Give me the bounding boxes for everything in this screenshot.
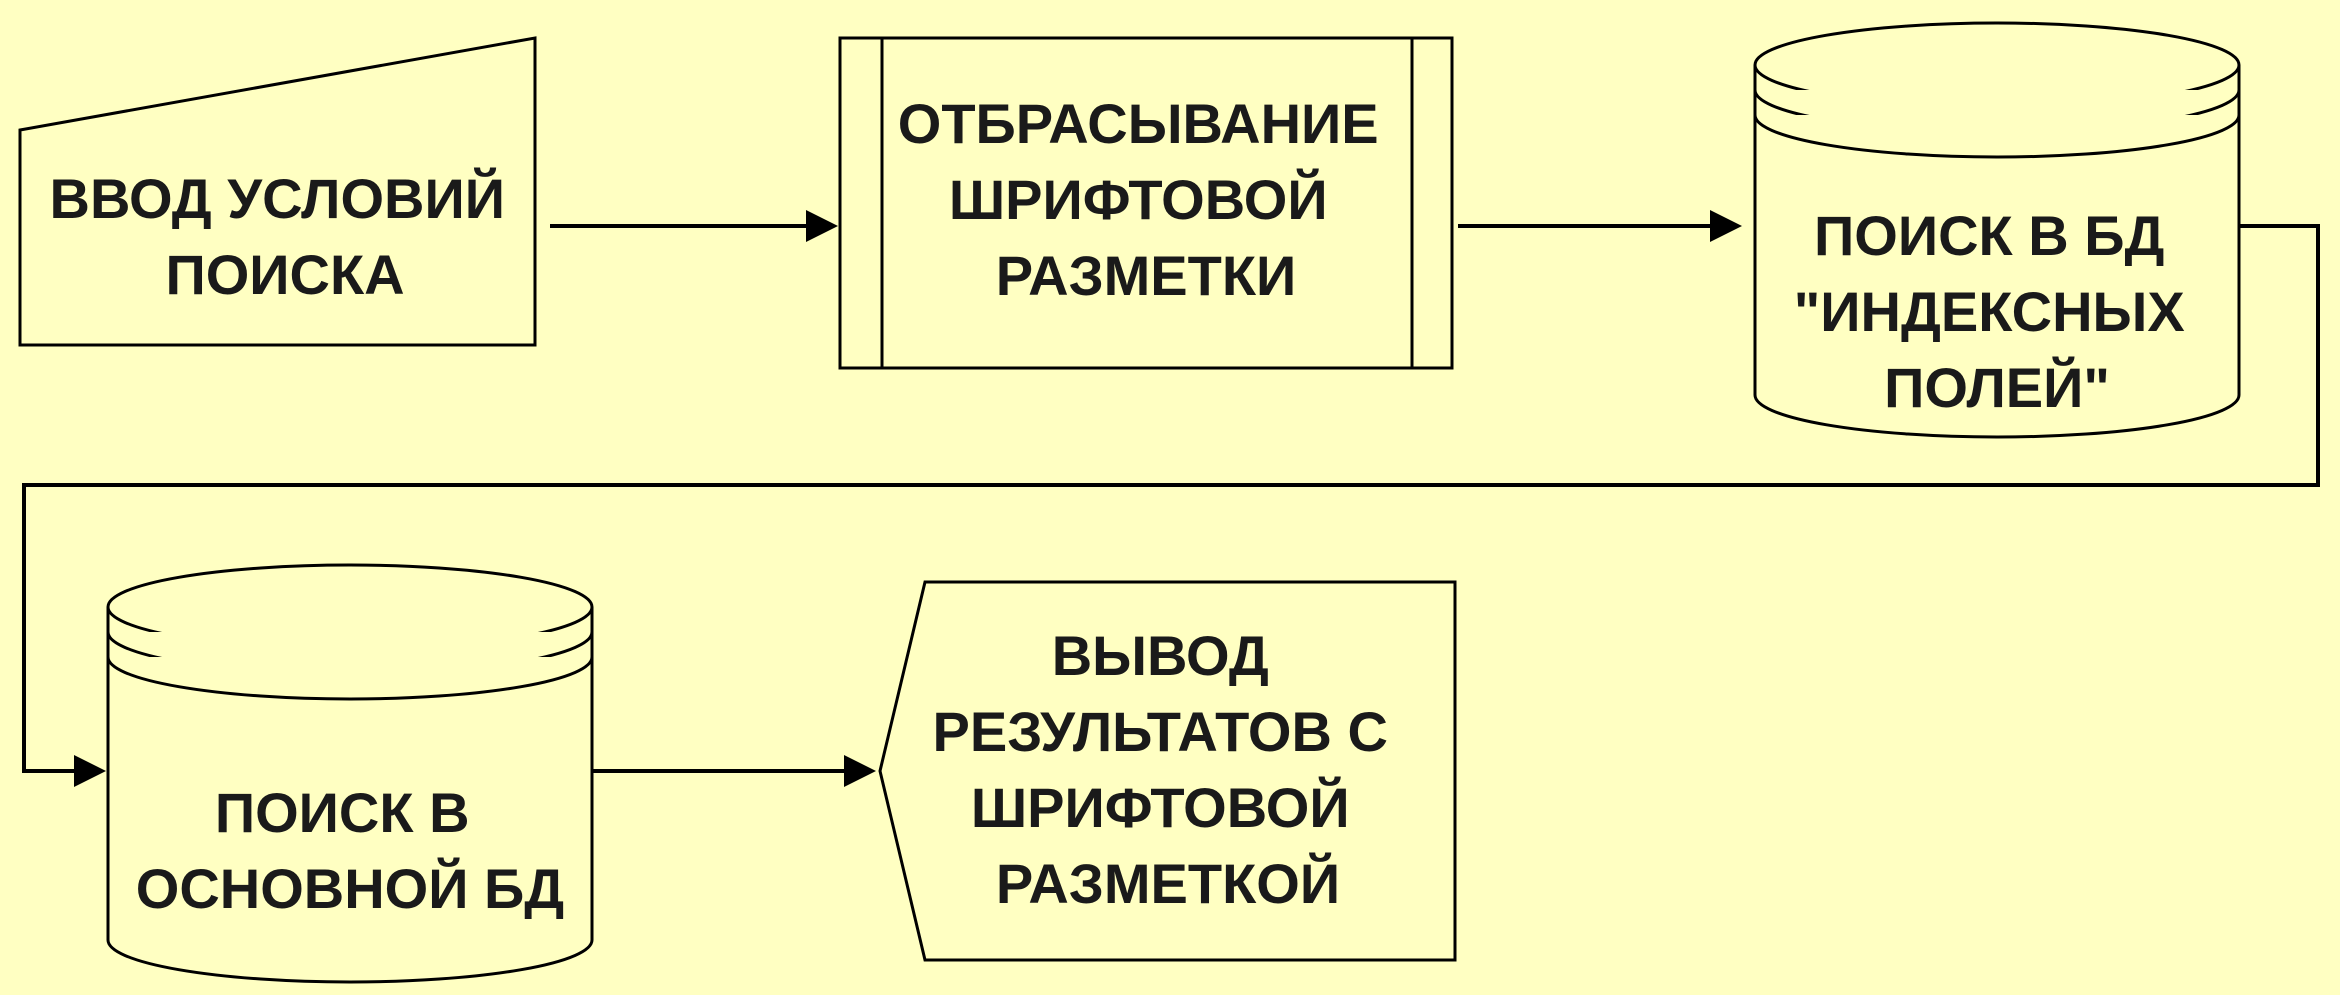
node-main-db-body [106, 607, 594, 984]
node-output-line-3: ШРИФТОВОЙ [971, 776, 1350, 839]
node-strip-shape [838, 36, 1454, 370]
node-output-line-1: ВЫВОД [1052, 624, 1269, 687]
node-output: ВЫВОД РЕЗУЛЬТАТОВ С ШРИФТОВОЙ РАЗМЕТКОЙ [878, 580, 1457, 962]
edge-main-db-to-output [592, 755, 876, 787]
node-index-db-ring-2 [1753, 114, 2241, 159]
node-input: ВВОД УСЛОВИЙ ПОИСКА [18, 36, 537, 347]
node-main-db-line-1: ПОИСК В [215, 781, 470, 844]
node-index-db-label: ПОИСК В БД "ИНДЕКСНЫХ ПОЛЕЙ" [1794, 204, 2201, 419]
node-input-line-1: ВВОД УСЛОВИЙ [50, 167, 505, 230]
node-output-label: ВЫВОД РЕЗУЛЬТАТОВ С ШРИФТОВОЙ РАЗМЕТКОЙ [933, 624, 1404, 915]
node-index-db-line-1: ПОИСК В БД [1814, 204, 2164, 267]
arrowhead-icon [806, 210, 838, 242]
node-output-shape [878, 580, 1457, 962]
node-output-line-2: РЕЗУЛЬТАТОВ С [933, 700, 1388, 763]
node-index-db-body [1753, 65, 2241, 439]
edge-strip-to-index-db [1458, 210, 1742, 242]
node-index-db-line-2: "ИНДЕКСНЫХ [1794, 280, 2185, 343]
node-main-db: ПОИСК В ОСНОВНОЙ БД [106, 563, 594, 984]
edge-index-db-to-main-db-line [22, 224, 2320, 773]
edge-index-db-to-main-db [22, 224, 2320, 787]
node-strip-line-1: ОТБРАСЫВАНИЕ [898, 92, 1379, 155]
node-input-line-2: ПОИСКА [165, 243, 404, 306]
node-strip-label: ОТБРАСЫВАНИЕ ШРИФТОВОЙ РАЗМЕТКИ [898, 92, 1394, 307]
node-index-db: ПОИСК В БД "ИНДЕКСНЫХ ПОЛЕЙ" [1753, 21, 2241, 439]
node-main-db-label: ПОИСК В ОСНОВНОЙ БД [136, 781, 564, 920]
arrowhead-icon [1710, 210, 1742, 242]
node-output-line-4: РАЗМЕТКОЙ [996, 852, 1340, 915]
node-strip-line-3: РАЗМЕТКИ [996, 244, 1297, 307]
node-input-shape [18, 36, 537, 347]
node-main-db-ring-2 [106, 656, 594, 701]
edge-input-to-strip [550, 210, 838, 242]
node-index-db-line-3: ПОЛЕЙ" [1884, 356, 2110, 419]
node-input-label: ВВОД УСЛОВИЙ ПОИСКА [50, 167, 521, 306]
node-strip-line-2: ШРИФТОВОЙ [949, 168, 1328, 231]
arrowhead-icon [844, 755, 876, 787]
node-strip: ОТБРАСЫВАНИЕ ШРИФТОВОЙ РАЗМЕТКИ [838, 36, 1454, 370]
arrowhead-icon [74, 755, 106, 787]
node-main-db-line-2: ОСНОВНОЙ БД [136, 857, 564, 920]
